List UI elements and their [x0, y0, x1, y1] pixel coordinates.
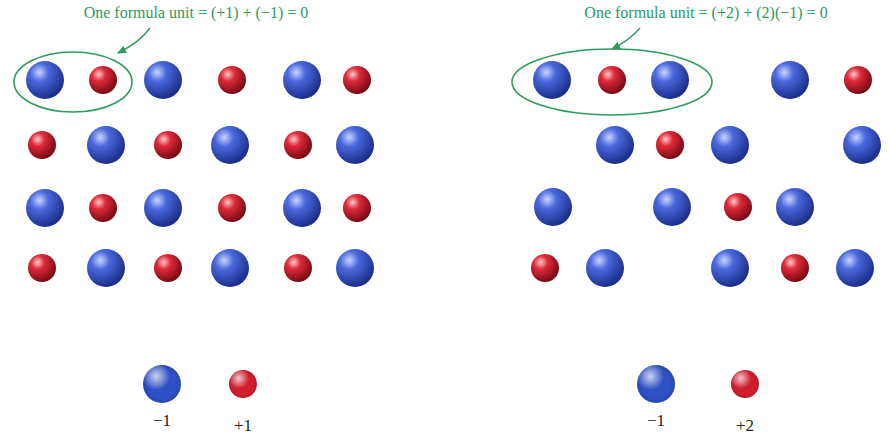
legend-entry: +2: [715, 365, 775, 436]
cation-sphere: [28, 131, 56, 159]
anion-sphere: [26, 189, 64, 227]
leader-arrow: [612, 28, 640, 49]
legend-swatch: [229, 370, 257, 398]
cation-sphere: [218, 66, 246, 94]
anion-sphere: [336, 249, 374, 287]
anion-sphere: [144, 189, 182, 227]
anion-sphere: [283, 61, 321, 99]
anion-sphere: [596, 126, 634, 164]
charge-label: −1: [626, 411, 686, 431]
charge-label: +2: [715, 416, 775, 436]
charge-label: +1: [213, 416, 273, 436]
cation-sphere: [531, 254, 559, 282]
cation-sphere: [89, 66, 117, 94]
anion-sphere: [144, 61, 182, 99]
cation-sphere: [284, 131, 312, 159]
charge-label: −1: [132, 411, 192, 431]
anion-sphere: [211, 249, 249, 287]
cation-sphere: [724, 193, 752, 221]
anion-sphere: [533, 61, 571, 99]
cation-sphere: [343, 66, 371, 94]
anion-sphere: [87, 249, 125, 287]
legend-entry: +1: [213, 365, 273, 436]
legend-entry: −1: [132, 365, 192, 431]
anion-sphere: [87, 126, 125, 164]
anion-sphere: [843, 126, 881, 164]
anion-sphere: [711, 249, 749, 287]
cation-sphere: [598, 66, 626, 94]
legend-swatch: [637, 365, 675, 403]
anion-sphere: [211, 126, 249, 164]
anion-sphere: [283, 189, 321, 227]
cation-sphere: [154, 254, 182, 282]
anion-sphere: [26, 61, 64, 99]
anion-sphere: [711, 126, 749, 164]
cation-sphere: [656, 131, 684, 159]
formula-unit-ring: [512, 49, 712, 115]
formula-unit-label: One formula unit = (+2) + (2)(−1) = 0: [584, 4, 827, 22]
cation-sphere: [781, 254, 809, 282]
cation-sphere: [844, 66, 872, 94]
anion-sphere: [776, 188, 814, 226]
cation-sphere: [343, 194, 371, 222]
anion-sphere: [836, 249, 874, 287]
anion-sphere: [651, 61, 689, 99]
formula-unit-label: One formula unit = (+1) + (−1) = 0: [84, 4, 309, 22]
cation-sphere: [89, 194, 117, 222]
anion-sphere: [336, 126, 374, 164]
anion-sphere: [771, 61, 809, 99]
cation-sphere: [218, 194, 246, 222]
legend-swatch: [731, 370, 759, 398]
formula-unit-ring: [14, 52, 132, 112]
ion-spheres: [26, 61, 881, 287]
legend-entry: −1: [626, 365, 686, 431]
legend-swatch: [143, 365, 181, 403]
cation-sphere: [284, 254, 312, 282]
anion-sphere: [534, 188, 572, 226]
leader-arrow: [118, 28, 150, 53]
anion-sphere: [653, 188, 691, 226]
cation-sphere: [28, 254, 56, 282]
anion-sphere: [586, 249, 624, 287]
cation-sphere: [154, 131, 182, 159]
